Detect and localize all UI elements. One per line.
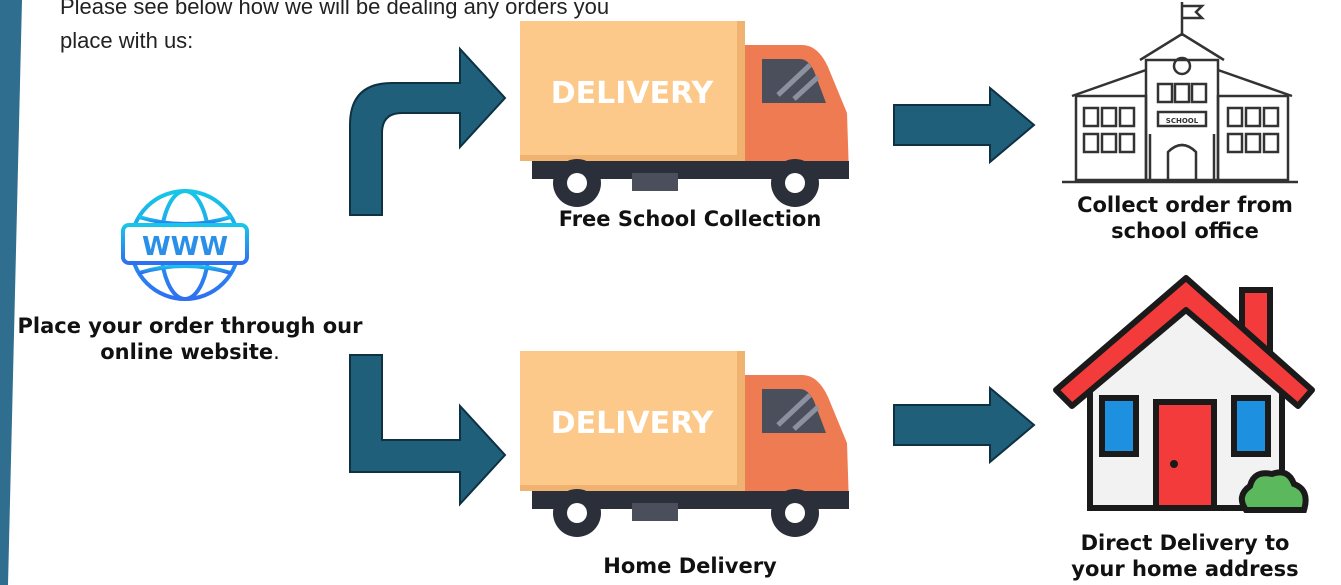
arrow-to-home-delivery: [349, 354, 507, 507]
house-icon: [1053, 275, 1315, 513]
website-label-line-1: Place your order through our: [17, 314, 363, 338]
arrow-to-school-collection: [349, 46, 507, 216]
school-office-label: Collect order from school office: [1040, 192, 1330, 244]
home-delivery-truck-icon: DELIVERY: [520, 351, 849, 537]
school-sign-text: SCHOOL: [1166, 117, 1199, 125]
website-label: Place your order through our online webs…: [0, 313, 380, 365]
home-address-label-line-2: your home address: [1071, 557, 1299, 581]
school-building-icon: SCHOOL: [1062, 2, 1298, 184]
home-address-label-line-1: Direct Delivery to: [1080, 531, 1290, 555]
website-label-suffix: .: [273, 340, 280, 364]
school-collection-truck-text: DELIVERY: [551, 76, 715, 111]
home-delivery-label: Home Delivery: [603, 554, 777, 578]
arrow-to-school-office: [893, 85, 1036, 165]
website-icon-text: WWW: [142, 232, 228, 262]
arrow-to-home-address: [893, 385, 1036, 465]
school-office-label-line-2: school office: [1111, 219, 1259, 243]
school-collection-label: Free School Collection: [558, 207, 822, 231]
school-office-label-line-1: Collect order from: [1077, 193, 1293, 217]
home-address-label: Direct Delivery to your home address: [1040, 530, 1330, 582]
accent-bar: [0, 0, 22, 585]
intro-line-1: Please see below how we will be dealing …: [60, 0, 610, 19]
intro-line-2: place with us:: [60, 28, 194, 53]
intro-text: Please see below how we will be dealing …: [60, 0, 840, 58]
home-delivery-truck-text: DELIVERY: [551, 406, 715, 441]
website-label-line-2: online website: [100, 340, 274, 364]
website-globe-icon: WWW: [121, 189, 249, 301]
school-collection-truck-icon: DELIVERY: [520, 21, 849, 207]
